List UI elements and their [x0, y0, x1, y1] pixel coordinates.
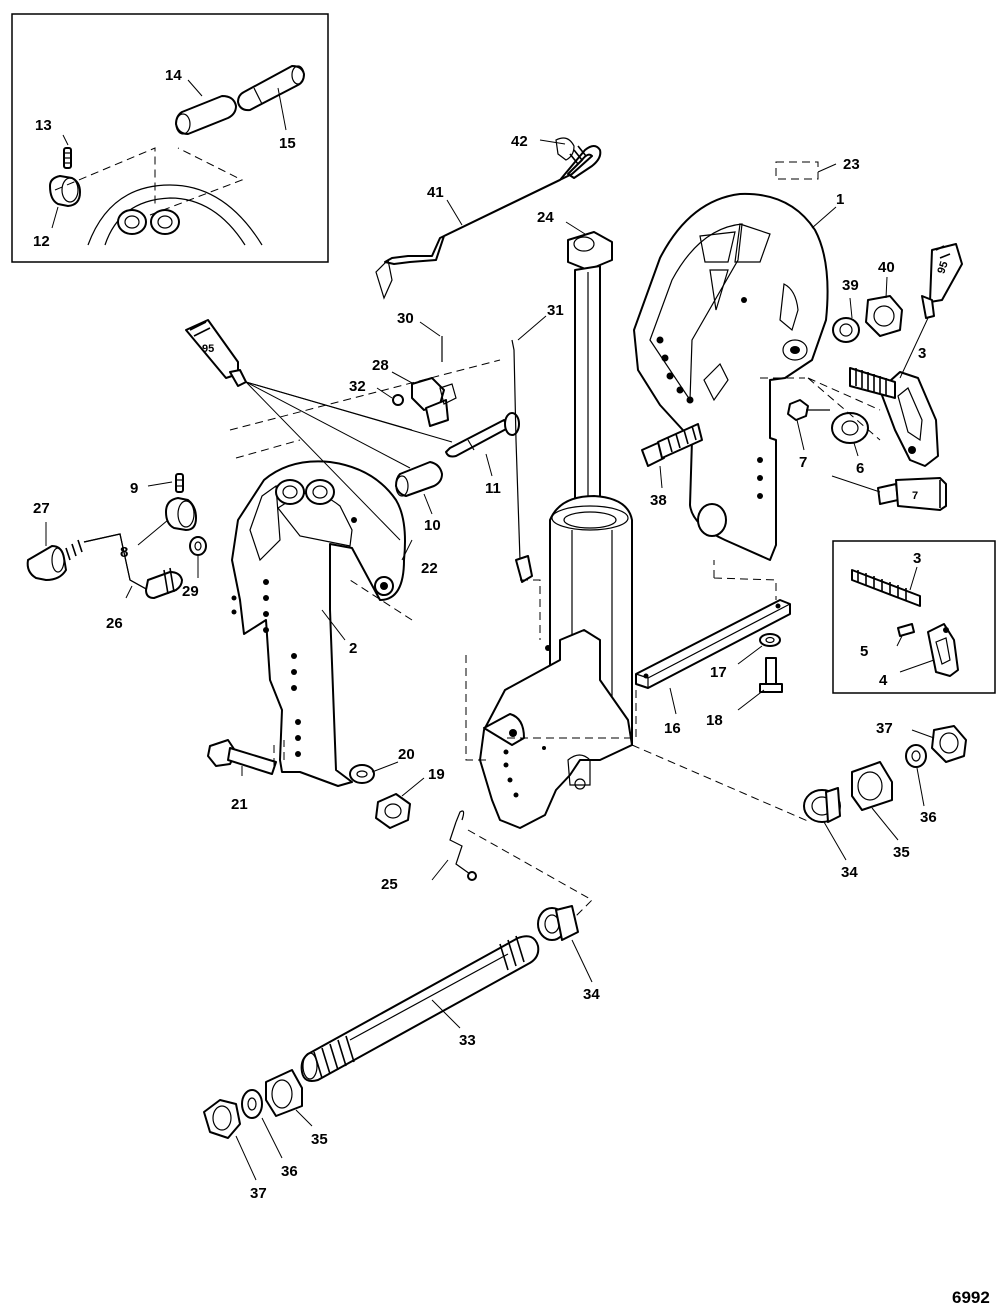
figure-number: 6992 [952, 1288, 990, 1307]
label-20: 20 [398, 746, 415, 763]
label-15: 15 [279, 135, 296, 152]
part-39-washer [832, 317, 860, 343]
label-12: 12 [33, 233, 50, 250]
label-17: 17 [710, 664, 727, 681]
part-23-outline [775, 161, 819, 180]
part-10-bushing [395, 461, 443, 515]
part-2-swivel-bracket-left [231, 460, 406, 787]
tube-label-lower-right: 7 [912, 490, 918, 502]
part-9-pin [175, 473, 184, 493]
label-23: 23 [843, 156, 860, 173]
label-22: 22 [421, 560, 438, 577]
label-9: 9 [130, 480, 138, 497]
tube-label-left: 95 [202, 343, 214, 355]
part-24-tilt-cylinder [479, 221, 633, 829]
label-26: 26 [106, 615, 123, 632]
label-13: 13 [35, 117, 52, 134]
part-40-nut [865, 295, 903, 337]
label-33: 33 [459, 1032, 476, 1049]
label-21: 21 [231, 796, 248, 813]
part-36-washer-lower [241, 1089, 263, 1119]
tube-label-right: 95 [935, 260, 950, 275]
part-11-pin [445, 412, 520, 477]
inset-detail-right [832, 540, 996, 694]
part-34-bushing-right [803, 787, 841, 823]
part-37-nut-right [931, 725, 967, 763]
inset-detail-top-left [11, 13, 329, 263]
label-5: 5 [860, 643, 868, 660]
label-7: 7 [799, 454, 807, 471]
part-20-washer [349, 764, 375, 784]
label-16: 16 [664, 720, 681, 737]
label-34-right: 34 [841, 864, 858, 881]
label-2: 2 [349, 640, 357, 657]
label-28: 28 [372, 357, 389, 374]
part-1-swivel-bracket-right [633, 192, 837, 561]
part-31-cable [511, 315, 547, 583]
label-35-right: 35 [893, 844, 910, 861]
label-8: 8 [120, 544, 128, 561]
part-3-tilt-lock-lever [849, 367, 939, 467]
label-39: 39 [842, 277, 859, 294]
label-38: 38 [650, 492, 667, 509]
label-30: 30 [397, 310, 414, 327]
part-7-screw [787, 399, 809, 421]
label-29: 29 [182, 583, 199, 600]
part-37-nut-lower [203, 1099, 241, 1139]
label-6: 6 [856, 460, 864, 477]
part-6-cam [831, 412, 869, 444]
part-25-cotter-wire [431, 810, 477, 881]
label-10: 10 [424, 517, 441, 534]
label-14: 14 [165, 67, 182, 84]
part-19-nut [375, 793, 411, 829]
label-3-inset: 3 [913, 550, 921, 567]
part-17-washer [759, 633, 781, 647]
label-3: 3 [918, 345, 926, 362]
label-31: 31 [547, 302, 564, 319]
part-28-latch [391, 371, 457, 427]
part-38-bolt [641, 423, 703, 489]
part-41-42-link-rod [375, 137, 602, 300]
part-34-bushing-lower [537, 905, 593, 983]
label-37-right: 37 [876, 720, 893, 737]
label-36-right: 36 [920, 809, 937, 826]
label-25: 25 [381, 876, 398, 893]
label-27: 27 [33, 500, 50, 517]
part-33-tilt-tube [300, 935, 540, 1082]
part-35-sleeve-right [851, 761, 893, 811]
label-18: 18 [706, 712, 723, 729]
label-35-lower: 35 [311, 1131, 328, 1148]
label-36-lower: 36 [281, 1163, 298, 1180]
label-19: 19 [428, 766, 445, 783]
part-8-cap [165, 497, 197, 531]
part-21-bolt [207, 739, 277, 776]
part-26-27-tilt-handle [26, 522, 183, 599]
part-16-spacer-bar [635, 599, 791, 715]
label-42: 42 [511, 133, 528, 150]
label-11: 11 [485, 480, 501, 497]
label-4: 4 [879, 672, 888, 689]
part-29-washer [189, 536, 207, 556]
grease-tube-7-lower-right: 7 [831, 475, 947, 511]
label-1: 1 [836, 191, 844, 208]
label-37-lower: 37 [250, 1185, 267, 1202]
grease-tube-95-right: 95 [899, 243, 963, 379]
part-32-nut [392, 394, 404, 406]
part-18-bolt [759, 657, 783, 693]
label-41: 41 [427, 184, 444, 201]
part-35-sleeve-lower [265, 1069, 313, 1127]
part-36-washer-right [905, 744, 927, 768]
callout-labels: 1 2 3 3 4 5 6 7 8 9 10 11 12 13 14 15 16… [33, 67, 990, 1307]
label-32: 32 [349, 378, 366, 395]
grease-tube-95-left: 95 [185, 319, 247, 387]
label-40: 40 [878, 259, 895, 276]
label-24: 24 [537, 209, 554, 226]
label-34-lower: 34 [583, 986, 600, 1003]
